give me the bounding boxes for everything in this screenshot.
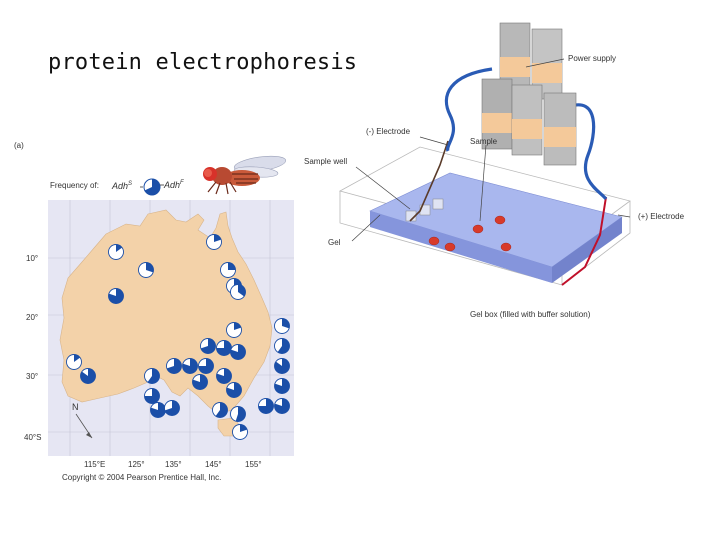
lon-label-155: 155°: [245, 460, 262, 469]
slide-title: protein electrophoresis: [48, 50, 358, 75]
north-arrow: [75, 413, 93, 439]
panel-label: (a): [14, 141, 24, 150]
pie-slice: [198, 358, 214, 374]
leader-lines: [351, 58, 631, 242]
fruit-fly-illustration: [203, 155, 287, 195]
pie-slice: [144, 388, 160, 404]
pie-slice: [274, 358, 290, 374]
power-cable-negative: [444, 67, 493, 152]
copyright-text: Copyright © 2004 Pearson Prentice Hall, …: [62, 473, 222, 482]
pie-slice: [192, 374, 208, 390]
label-sample-well: Sample well: [304, 157, 348, 166]
lat-label-20: 20°: [26, 313, 39, 322]
pie-slice: [216, 368, 232, 384]
pie-slice: [238, 284, 246, 297]
australia-map: [48, 200, 294, 456]
label-gel: Gel: [328, 238, 341, 247]
legend-frequency-label: Frequency of:: [50, 181, 99, 190]
pie-slice: [200, 338, 216, 354]
legend-pie-icon: [140, 178, 164, 196]
label-power-supply: Power supply: [568, 54, 617, 63]
electrophoresis-apparatus: [338, 22, 631, 286]
pie-slice: [258, 398, 274, 414]
negative-electrode-wire: [409, 140, 449, 222]
pie-slice: [214, 234, 222, 242]
label-gel-box: Gel box (filled with buffer solution): [470, 310, 591, 319]
pie-slice: [146, 262, 154, 273]
pie-slice: [226, 382, 242, 398]
power-supply: [481, 22, 577, 166]
pie-slice: [235, 406, 246, 422]
lat-label-40: 40°S: [24, 433, 42, 442]
label-neg-electrode: (-) Electrode: [366, 127, 411, 136]
pie-slice: [215, 402, 228, 418]
label-sample: Sample: [470, 137, 498, 146]
pie-slice: [230, 344, 246, 360]
pie-slice: [147, 368, 160, 384]
pie-slice: [228, 262, 236, 270]
protein-samples: [428, 215, 512, 252]
lon-label-125: 125°: [128, 460, 145, 469]
positive-electrode-wire: [561, 196, 607, 286]
pie-slice: [274, 378, 290, 394]
legend-allele-s: AdhS: [112, 181, 133, 191]
pie-slice: [74, 354, 81, 362]
pie-slice: [240, 424, 248, 432]
legend-allele-f: AdhF: [164, 180, 184, 190]
pie-slice: [166, 358, 182, 374]
pie-slice: [282, 318, 290, 329]
pie-slice: [150, 402, 166, 418]
label-pos-electrode: (+) Electrode: [638, 212, 685, 221]
pie-slice: [274, 398, 290, 414]
north-label: N: [72, 402, 79, 412]
australia-landmass: [59, 209, 273, 415]
pie-slice: [108, 288, 124, 304]
lat-label-30: 30°: [26, 372, 39, 381]
power-cable-positive: [567, 103, 608, 201]
pie-slice: [182, 358, 198, 374]
lon-label-145: 145°: [205, 460, 222, 469]
pie-slice: [216, 340, 232, 356]
pie-slice: [116, 244, 123, 252]
lon-label-115: 115°E: [84, 460, 106, 469]
allele-frequency-pies: [66, 234, 290, 440]
pie-slice: [277, 338, 290, 354]
pie-slice: [164, 400, 180, 416]
lat-label-10: 10°: [26, 254, 39, 263]
pie-slice: [80, 368, 96, 384]
lon-label-135: 135°: [165, 460, 182, 469]
pie-slice: [234, 322, 242, 330]
